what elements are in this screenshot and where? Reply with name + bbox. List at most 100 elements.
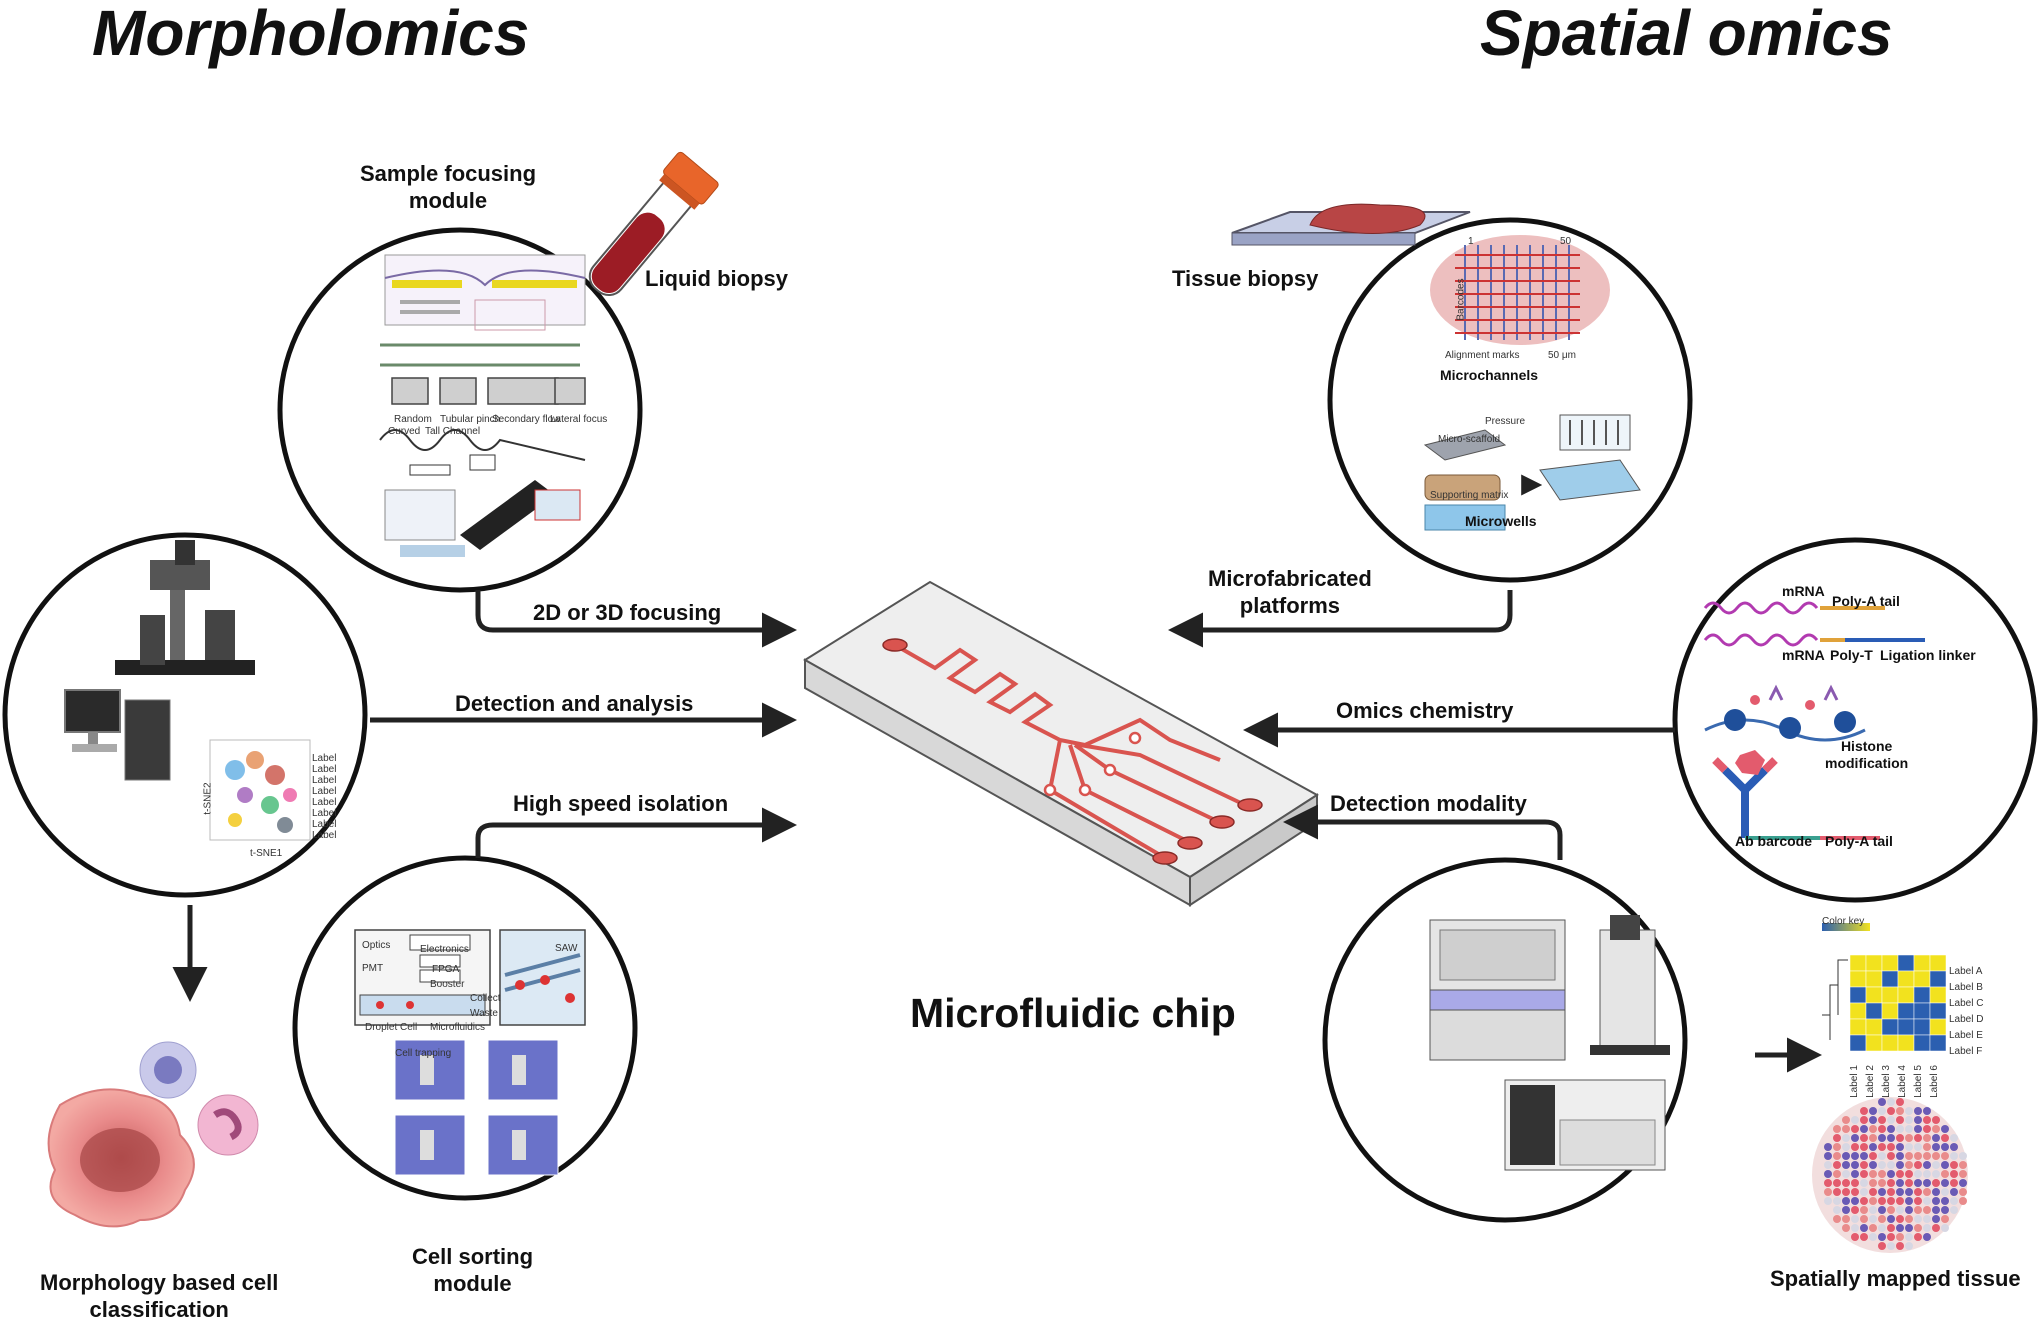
heatmap-cell [1881,1034,1899,1052]
tissue-spot [1860,1170,1868,1178]
tissue-spot [1869,1188,1877,1196]
tissue-spot [1932,1116,1940,1124]
tissue-spot [1932,1215,1940,1223]
tissue-spot [1932,1179,1940,1187]
label-microfab-platforms: Microfabricated platforms [1208,566,1372,618]
mw-pressure: Pressure [1485,416,1526,427]
tissue-spot [1887,1098,1895,1106]
heatmap-row-label: Label E [1949,1030,1983,1041]
tissue-spot [1914,1206,1922,1214]
tissue-spot [1896,1179,1904,1187]
tissue-spot [1896,1134,1904,1142]
tissue-spot [1941,1179,1949,1187]
heatmap-cell [1849,1018,1867,1036]
tissue-spot [1833,1134,1841,1142]
heatmap-cell [1881,1018,1899,1036]
tissue-spot [1905,1215,1913,1223]
mw-matrix: Supporting matrix [1430,490,1509,501]
tsne-clusters [225,751,297,833]
heatmap-cell [1849,1002,1867,1020]
heatmap-cell [1881,1002,1899,1020]
tissue-spot [1950,1134,1958,1142]
tissue-spot [1950,1170,1958,1178]
tissue-spot [1932,1224,1940,1232]
tissue-spot [1905,1233,1913,1241]
tissue-spot [1842,1125,1850,1133]
heatmap-cell [1929,986,1947,1004]
arrow-2d3d-focusing [475,590,797,648]
tissue-spot [1878,1242,1886,1250]
heatmap-cell [1913,1018,1931,1036]
tissue-spot [1959,1197,1967,1205]
tissue-spot [1887,1107,1895,1115]
label-microwells: Microwells [1465,513,1537,529]
tissue-spot [1833,1161,1841,1169]
tissue-spot [1896,1206,1904,1214]
heatmap-cell [1881,954,1899,972]
heatmap-col-label: Label 6 [1928,1065,1940,1098]
tissue-spot [1851,1206,1859,1214]
tissue-spot [1878,1116,1886,1124]
label-tissue-biopsy: Tissue biopsy [1172,266,1319,291]
tissue-spot [1923,1197,1931,1205]
tissue-spot [1878,1215,1886,1223]
tissue-spot [1932,1152,1940,1160]
tissue-spot [1905,1170,1913,1178]
tissue-spot [1932,1197,1940,1205]
tissue-spot [1887,1215,1895,1223]
focus-label-secondary: Secondary flow [492,414,561,425]
label-high-speed-isolation: High speed isolation [513,791,729,816]
tissue-spot [1959,1179,1967,1187]
tsne-legend-item: Label [312,797,337,808]
tissue-spot [1833,1188,1841,1196]
tissue-spot [1833,1143,1841,1151]
heatmap-cell [1929,970,1947,988]
tissue-spot [1941,1125,1949,1133]
heatmap-cell [1897,1018,1915,1036]
sorting-label: Cell [400,1022,418,1033]
tissue-spot [1923,1170,1931,1178]
tissue-spot [1950,1179,1958,1187]
heatmap-cell [1913,970,1931,988]
focus-label-curved: Curved [388,426,421,437]
tissue-spot [1959,1170,1967,1178]
tissue-spot [1833,1179,1841,1187]
label-liquid-biopsy: Liquid biopsy [645,266,788,291]
tissue-spot [1950,1206,1958,1214]
heatmap-row-label: Label D [1949,1014,1984,1025]
focus-label-random: Random [394,414,432,425]
label-sample-focusing: Sample focusing module [360,161,537,213]
heatmap-cell [1849,954,1867,972]
tissue-spot [1914,1188,1922,1196]
tissue-spot [1851,1170,1859,1178]
tissue-spot [1887,1233,1895,1241]
tissue-spot [1878,1143,1886,1151]
tissue-spot [1878,1107,1886,1115]
heatmap-row-label: Label F [1949,1046,1983,1057]
tissue-spot [1869,1197,1877,1205]
tissue-spot [1869,1125,1877,1133]
sorting-label: Cell trapping [395,1048,452,1059]
sorting-label: Microfluidics [430,1022,486,1033]
tissue-spot [1896,1107,1904,1115]
mc-one: 1 [1468,236,1474,247]
tissue-spot [1851,1134,1859,1142]
tissue-spot [1923,1188,1931,1196]
tissue-spot [1851,1161,1859,1169]
tsne-legend-item: Label [312,775,337,786]
tissue-spot [1959,1161,1967,1169]
tissue-spot [1932,1161,1940,1169]
tissue-spot [1878,1206,1886,1214]
tissue-spot [1932,1125,1940,1133]
tissue-spot [1860,1116,1868,1124]
tissue-spot [1887,1170,1895,1178]
tissue-spot [1950,1161,1958,1169]
arrow-detection-modality [1283,804,1563,860]
heatmap-row-label: Label C [1949,998,1984,1009]
tsne-axis-x: t-SNE1 [250,848,283,859]
tissue-spot [1896,1098,1904,1106]
tissue-spot [1851,1152,1859,1160]
tissue-spot [1887,1206,1895,1214]
tissue-spot [1941,1170,1949,1178]
